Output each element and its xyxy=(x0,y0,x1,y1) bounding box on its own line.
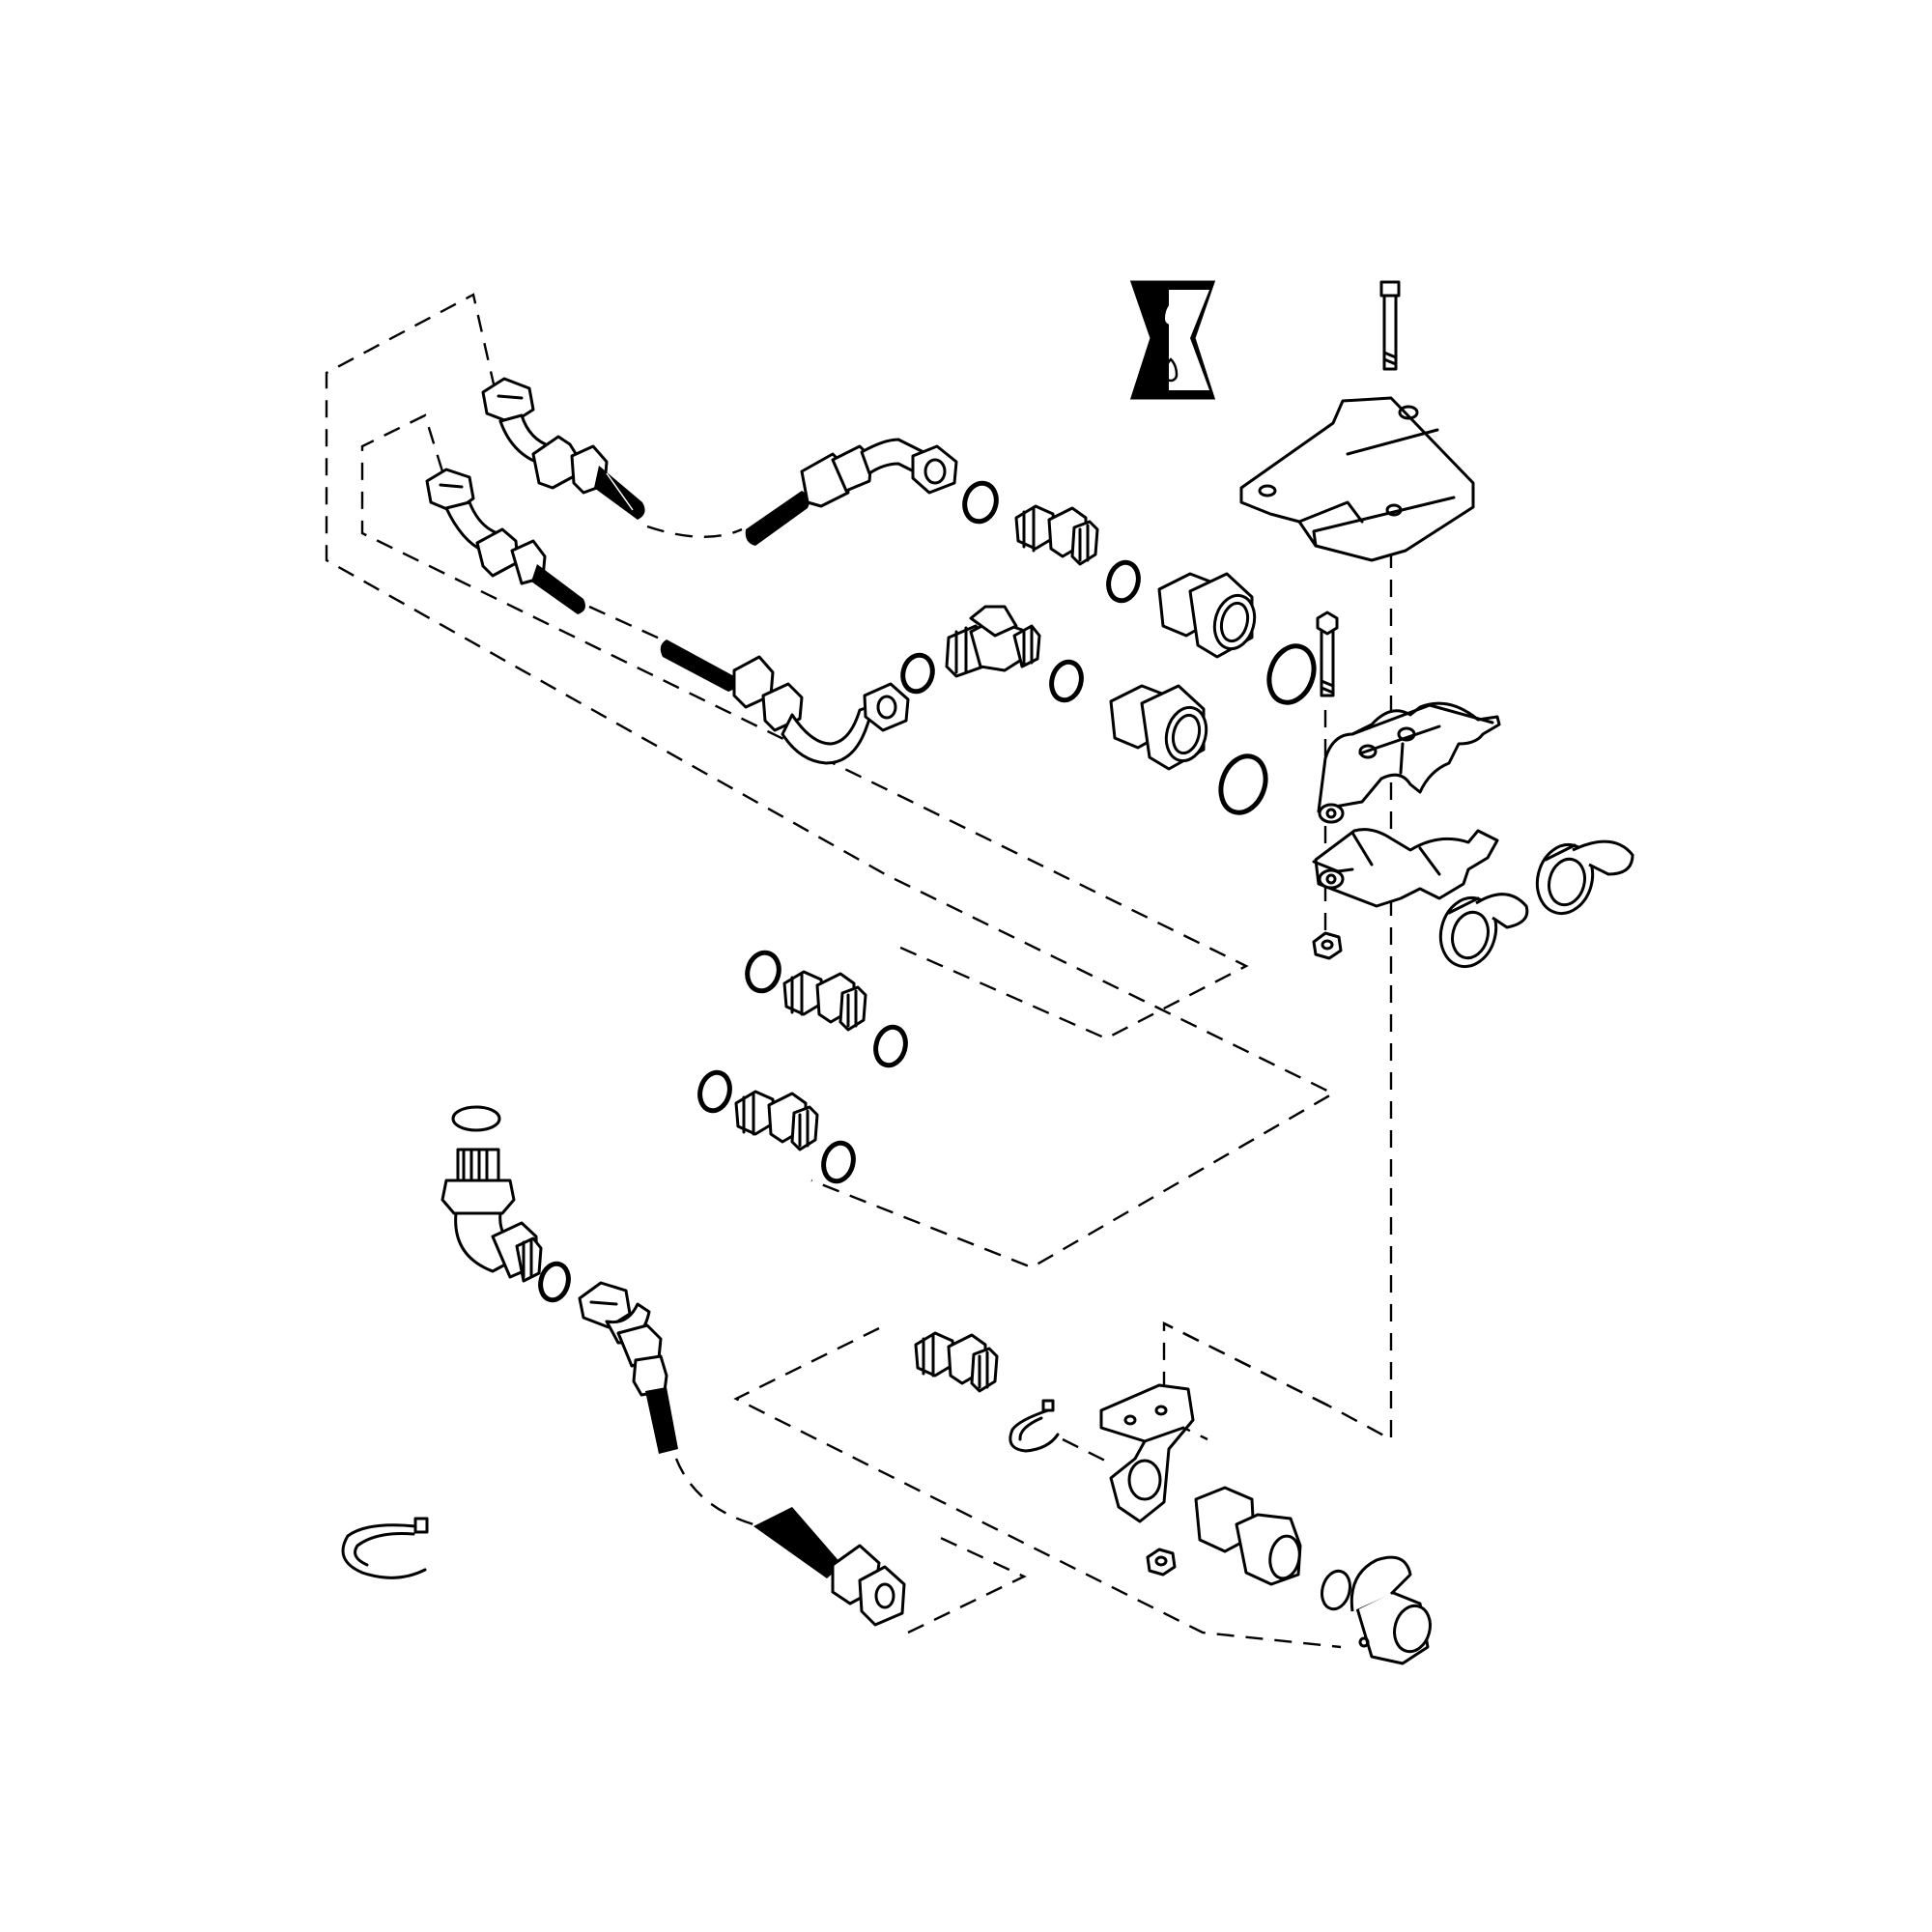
snap-ring xyxy=(1009,1399,1060,1453)
elbow-fitting xyxy=(440,1148,543,1283)
o-ring xyxy=(962,480,999,525)
bolt-middle xyxy=(1316,611,1339,697)
coupler-bracket xyxy=(1099,1383,1195,1523)
o-ring xyxy=(873,1024,908,1068)
o-ring xyxy=(697,1069,732,1114)
adapter-fitting xyxy=(734,1090,819,1151)
o-ring xyxy=(451,1105,501,1132)
o-ring xyxy=(1266,643,1317,705)
adapter-fitting xyxy=(1014,504,1099,566)
tee-fitting xyxy=(945,605,1041,678)
o-ring xyxy=(1321,1569,1351,1611)
adapter-fitting xyxy=(782,970,867,1032)
assembly-guide-lines xyxy=(325,293,1393,1649)
hose-assembly-lower xyxy=(425,468,910,765)
o-ring xyxy=(745,950,781,994)
dust-cap xyxy=(1535,839,1634,916)
nut-lower xyxy=(1146,1548,1177,1577)
bolt-upper xyxy=(1379,280,1401,371)
quick-coupler-upper xyxy=(1157,572,1257,659)
hose-assembly-upper xyxy=(481,377,958,546)
o-ring xyxy=(538,1261,571,1303)
snap-ring xyxy=(341,1517,429,1579)
o-ring xyxy=(1106,559,1141,604)
o-ring xyxy=(821,1140,856,1184)
quick-coupler-bottom xyxy=(1194,1486,1302,1586)
mounting-bracket xyxy=(1239,396,1475,562)
adapter-fitting xyxy=(914,1331,999,1393)
coupler-clamp xyxy=(1312,701,1501,908)
hose-assembly-bottom xyxy=(578,1281,906,1627)
o-ring xyxy=(1218,753,1268,815)
o-ring xyxy=(1049,659,1084,703)
o-ring xyxy=(900,652,935,695)
hydraulic-oil-symbol-icon xyxy=(1129,280,1216,400)
dust-cap xyxy=(1350,1555,1432,1665)
nut-upper xyxy=(1312,931,1343,960)
dust-cap xyxy=(1438,893,1529,969)
quick-coupler-lower xyxy=(1109,684,1208,771)
